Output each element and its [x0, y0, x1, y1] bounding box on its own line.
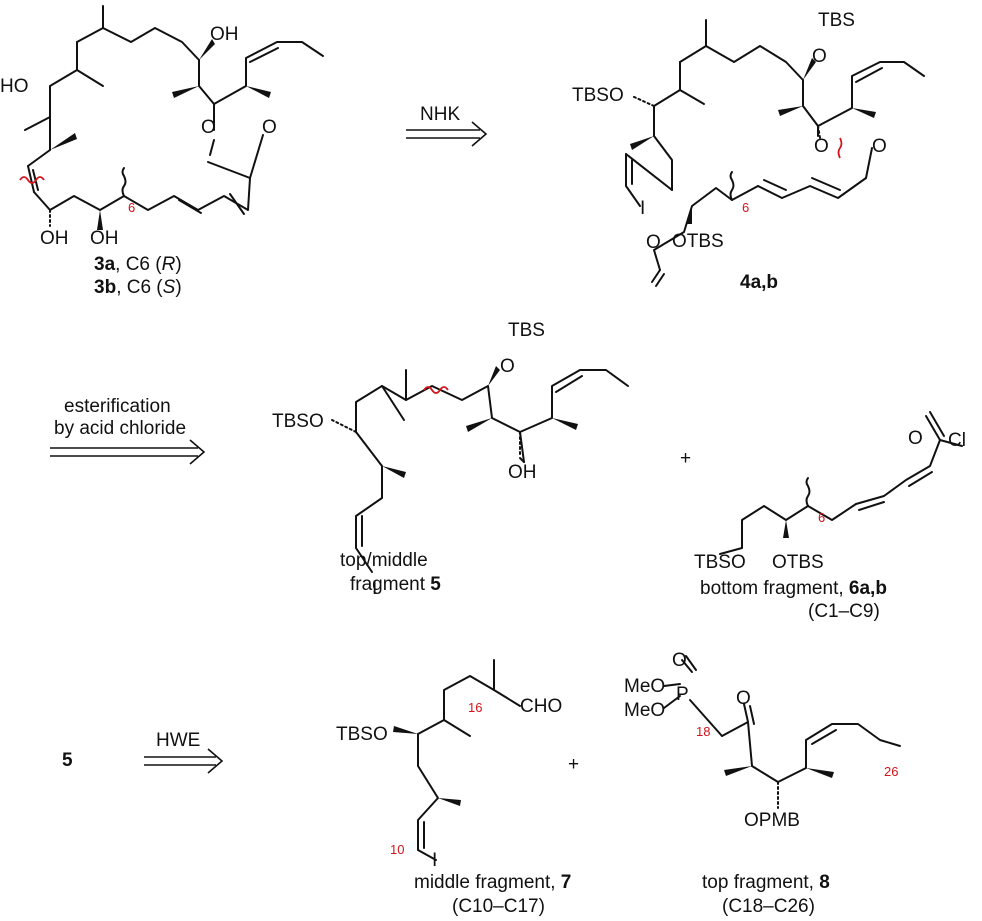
c4-label: 4a,b — [740, 272, 778, 293]
c4-tbso-left: TBSO — [572, 85, 624, 106]
c6-otbs: OTBS — [772, 552, 824, 573]
c3-carbonyl-o: O — [262, 117, 277, 138]
c4-carbonyl-o: O — [872, 136, 887, 157]
c8-opmb: OPMB — [744, 810, 800, 831]
esterification-arrow: esterification by acid chloride — [50, 396, 206, 465]
c4-tbs-top: TBS — [818, 10, 855, 31]
c3-ester-o: O — [201, 117, 216, 138]
c5-iodine: I — [372, 578, 377, 599]
c7-tbso: TBSO — [336, 724, 388, 745]
c8-ketone-o: O — [736, 688, 751, 709]
c4-o-top: O — [812, 46, 827, 67]
c5-tbso-left: TBSO — [272, 411, 324, 432]
c5-oh: OH — [508, 462, 537, 483]
c6-carbonyl-o: O — [908, 428, 923, 449]
c8-c18-number: 18 — [696, 724, 710, 739]
c7-label: middle fragment, 7 — [414, 872, 571, 893]
c3b-label: 3b, C6 (S) — [94, 277, 182, 298]
c7-range: (C10–C17) — [452, 896, 545, 917]
esterification-label-2: by acid chloride — [54, 418, 186, 439]
c5-label-1: top/middle — [340, 550, 428, 571]
plus-sign-2: + — [568, 754, 579, 775]
c7-c16-number: 16 — [468, 700, 482, 715]
c7-iodine: I — [432, 850, 437, 871]
compound-6: O Cl TBSO OTBS 6 bottom fragment, 6a,b (… — [694, 411, 966, 622]
c3-ho-left: HO — [0, 76, 29, 97]
compound-3: OH HO O O OH OH 6 3a, C6 (R) 3b, C6 (S) — [0, 5, 324, 298]
c8-meo-1: MeO — [624, 676, 665, 697]
c4-iodine: I — [640, 198, 645, 219]
c6-range: (C1–C9) — [808, 601, 880, 622]
c3-oh-bottom-1: OH — [40, 228, 69, 249]
c6-chlorine: Cl — [948, 430, 966, 451]
c8-phosphoryl-o: O — [672, 650, 687, 671]
c3-oh-top: OH — [210, 24, 239, 45]
esterification-label-1: esterification — [64, 396, 171, 417]
hwe-arrow: HWE — [144, 730, 224, 774]
c4-ester-o: O — [814, 136, 829, 157]
c8-meo-2: MeO — [624, 700, 665, 721]
compound-5: TBS O TBSO OH I top/middle fragment 5 — [272, 320, 629, 599]
c5-o-top: O — [500, 356, 515, 377]
compound-8: O MeO MeO P O OPMB 18 26 top fragment, 8… — [624, 650, 901, 917]
nhk-label: NHK — [420, 104, 460, 125]
plus-sign-1: + — [680, 448, 691, 469]
c8-label: top fragment, 8 — [702, 872, 830, 893]
compound-7: TBSO CHO I 16 10 middle fragment, 7 (C10… — [336, 659, 571, 917]
start-compound-5: 5 — [62, 750, 73, 771]
c6-tbso: TBSO — [694, 552, 746, 573]
c6-c6-number: 6 — [818, 510, 825, 525]
c8-phosphorus: P — [676, 684, 689, 705]
c4-aldehyde-o: O — [646, 232, 661, 253]
c4-c6-number: 6 — [742, 200, 749, 215]
c3-oh-bottom-2: OH — [90, 228, 119, 249]
c5-tbs-top: TBS — [508, 320, 545, 341]
compound-4: TBS O TBSO O O I OTBS O 6 4a,b — [572, 10, 925, 293]
hwe-label: HWE — [156, 730, 200, 751]
nhk-arrow: NHK — [406, 104, 488, 147]
c7-c10-number: 10 — [390, 842, 404, 857]
c4-otbs: OTBS — [672, 231, 724, 252]
c8-c26-number: 26 — [884, 764, 898, 779]
c6-label: bottom fragment, 6a,b — [700, 578, 887, 599]
c3-c6-number: 6 — [128, 200, 135, 215]
c3a-label: 3a, C6 (R) — [94, 254, 182, 275]
c8-range: (C18–C26) — [722, 896, 815, 917]
c7-cho: CHO — [520, 696, 562, 717]
c5-label-2: fragment 5 — [350, 574, 441, 595]
